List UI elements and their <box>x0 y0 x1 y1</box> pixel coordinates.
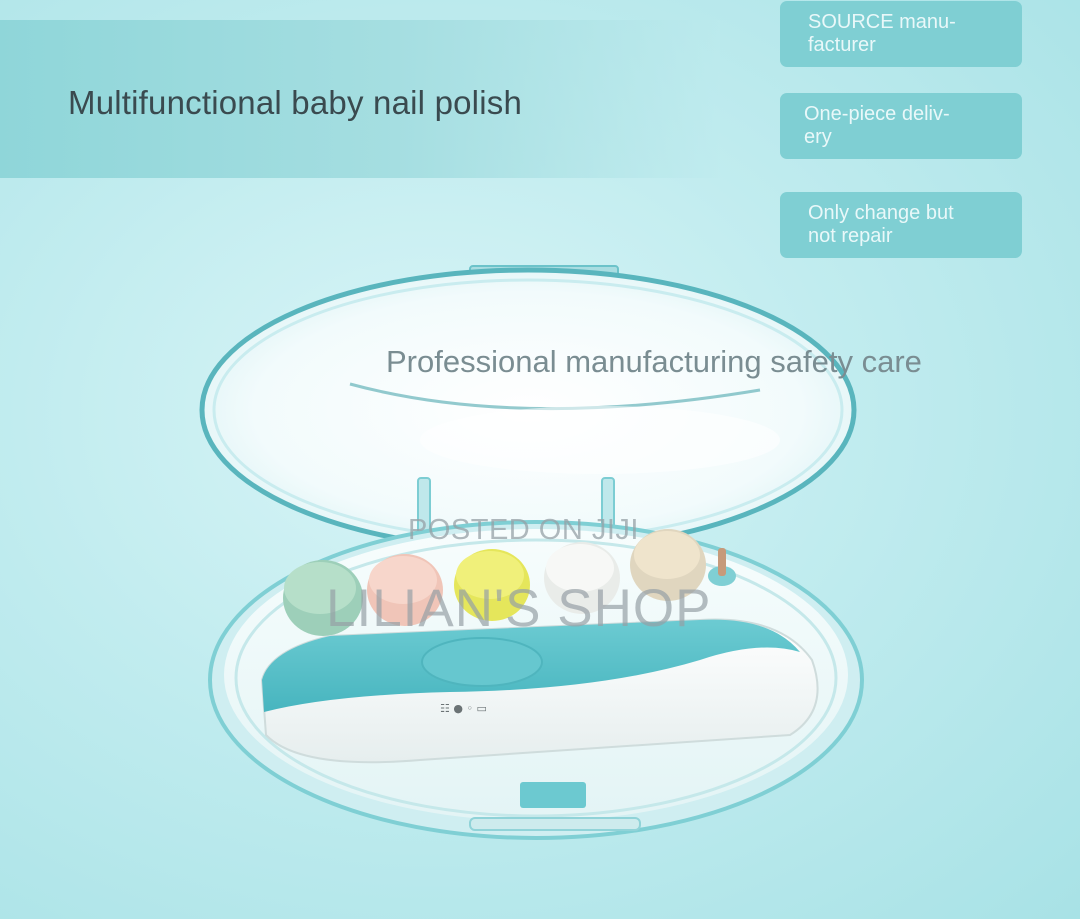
title-banner <box>0 20 720 178</box>
nail-disc-set <box>283 529 736 636</box>
power-button <box>421 637 543 687</box>
watermark-shop-name: LILIAN'S SHOP <box>326 579 712 638</box>
device-button-icons: ☷ ● ◦ ▭ <box>440 702 487 715</box>
tag-change-not-repair: Only change but not repair <box>780 192 1022 258</box>
product-title: Multifunctional baby nail polish <box>68 84 522 121</box>
tagline: Professional manufacturing safety care <box>386 344 922 379</box>
tag-one-piece-delivery: One-piece deliv- ery <box>780 93 1022 159</box>
watermark-posted-on: POSTED ON JIJI <box>408 514 639 546</box>
trimmer-device: ☷ ● ◦ ▭ <box>260 618 819 764</box>
tag-source-manufacturer: SOURCE manu- facturer <box>780 1 1022 67</box>
case-latch <box>520 782 586 808</box>
